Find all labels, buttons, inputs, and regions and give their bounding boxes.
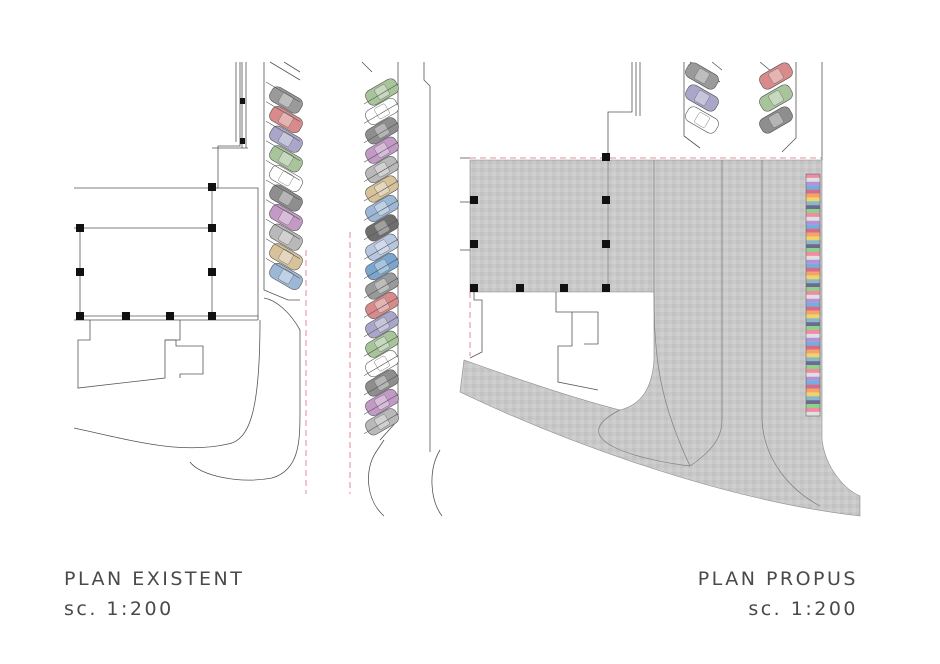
bench-stripe bbox=[806, 174, 820, 178]
bench-stripe bbox=[806, 259, 820, 264]
bench-stripe bbox=[806, 177, 820, 182]
bench-stripe bbox=[806, 244, 820, 249]
existing-building-outline bbox=[73, 62, 301, 481]
bench-stripe bbox=[806, 380, 820, 385]
bench-stripe bbox=[806, 287, 820, 291]
bench-stripe bbox=[806, 252, 820, 256]
proposed-columns bbox=[470, 153, 610, 292]
bench-stripe bbox=[806, 345, 820, 350]
bench-stripe bbox=[806, 318, 820, 323]
bench-stripe bbox=[806, 275, 820, 280]
parked-cars-row-c bbox=[685, 62, 793, 134]
bench-stripe bbox=[806, 353, 820, 358]
bench-stripe bbox=[806, 263, 820, 268]
bench-stripe bbox=[806, 411, 820, 416]
parked-car bbox=[269, 145, 303, 173]
bench-stripe bbox=[806, 201, 820, 206]
bench-stripe bbox=[806, 392, 820, 397]
bench-stripe bbox=[806, 349, 820, 354]
parked-car bbox=[269, 86, 303, 114]
bench-stripe bbox=[806, 310, 820, 315]
bench-stripe bbox=[806, 224, 820, 229]
bench-stripe bbox=[806, 357, 820, 362]
proposed-plan-scale: sc. 1:200 bbox=[748, 598, 858, 620]
bench-stripe bbox=[806, 361, 820, 366]
bench-stripe bbox=[806, 365, 820, 369]
proposed-plan bbox=[459, 61, 861, 517]
bench-stripe bbox=[806, 396, 820, 401]
existing-columns bbox=[76, 98, 245, 320]
bench-stripe bbox=[806, 271, 820, 276]
bench-stripe bbox=[806, 213, 820, 217]
bench-stripe bbox=[806, 306, 820, 311]
parked-car bbox=[269, 243, 303, 271]
bench-stripe bbox=[806, 193, 820, 198]
bench-stripe bbox=[806, 240, 820, 245]
bench-stripe bbox=[806, 298, 820, 303]
bench-stripe bbox=[806, 209, 820, 213]
bench-stripe bbox=[806, 205, 820, 210]
bench-stripe bbox=[806, 326, 820, 330]
bench-stripe bbox=[806, 185, 820, 190]
bench-stripe bbox=[806, 369, 820, 373]
parked-car bbox=[269, 125, 303, 153]
colored-bench-strip bbox=[805, 173, 821, 417]
bench-stripe bbox=[806, 294, 820, 299]
bench-stripe bbox=[806, 197, 820, 202]
existing-plan-scale: sc. 1:200 bbox=[64, 598, 174, 620]
bench-stripe bbox=[806, 330, 820, 334]
parked-cars-row-b bbox=[363, 78, 399, 436]
bench-stripe bbox=[806, 333, 820, 338]
bench-stripe bbox=[806, 220, 820, 225]
bench-stripe bbox=[806, 341, 820, 346]
proposed-building-outline bbox=[460, 61, 823, 391]
bench-stripe bbox=[806, 189, 820, 194]
existing-plan bbox=[73, 61, 443, 517]
bench-stripe bbox=[806, 384, 820, 389]
bench-stripe bbox=[806, 408, 820, 412]
bench-stripe bbox=[806, 228, 820, 233]
bench-stripe bbox=[806, 291, 820, 295]
parked-car bbox=[685, 84, 719, 112]
bench-stripe bbox=[806, 400, 820, 405]
existing-plan-title: PLAN EXISTENT bbox=[64, 568, 245, 590]
parked-car bbox=[759, 106, 793, 134]
bench-stripe bbox=[806, 255, 820, 260]
parked-car bbox=[685, 62, 719, 90]
bench-stripe bbox=[806, 181, 820, 186]
bench-stripe bbox=[806, 322, 820, 327]
parked-car bbox=[759, 84, 793, 112]
parked-car bbox=[685, 106, 719, 134]
bench-stripe bbox=[806, 232, 820, 237]
parked-car bbox=[269, 164, 303, 192]
parked-car bbox=[759, 62, 793, 90]
bench-stripe bbox=[806, 248, 820, 252]
bench-stripe bbox=[806, 372, 820, 377]
parked-cars-row-a bbox=[265, 81, 303, 290]
proposed-plan-title: PLAN PROPUS bbox=[697, 568, 858, 590]
bench-stripe bbox=[806, 283, 820, 288]
bench-stripe bbox=[806, 337, 820, 342]
bench-stripe bbox=[806, 376, 820, 381]
bench-stripe bbox=[806, 388, 820, 393]
bench-stripe bbox=[806, 404, 820, 408]
bench-stripe bbox=[806, 302, 820, 307]
parking-strip-left bbox=[263, 61, 301, 301]
bench-stripe bbox=[806, 314, 820, 319]
proposed-paving bbox=[459, 159, 861, 517]
bench-stripe bbox=[806, 267, 820, 272]
bench-stripe bbox=[806, 279, 820, 284]
bench-stripe bbox=[806, 216, 820, 221]
bench-stripe bbox=[806, 236, 820, 241]
